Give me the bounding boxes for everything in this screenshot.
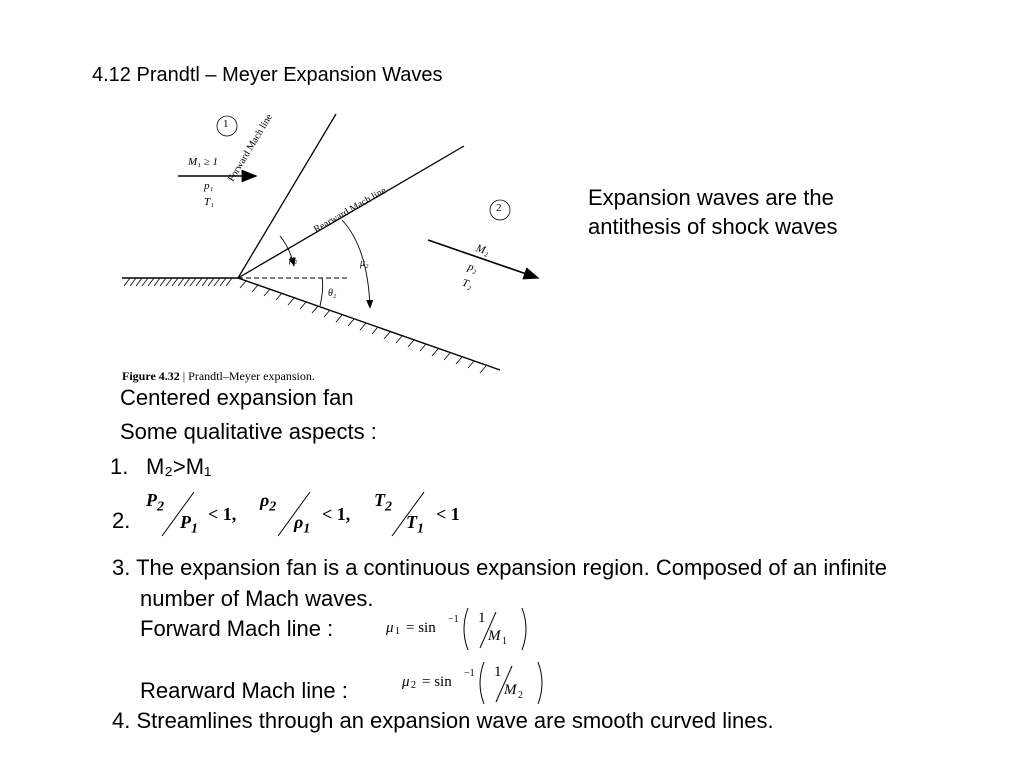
- region-2-circle: [489, 199, 511, 221]
- inverse-exponent: −1: [464, 668, 475, 679]
- mu2-label: μ₂: [360, 258, 369, 269]
- region-1-label: 1: [223, 118, 229, 130]
- mach-symbol: M: [488, 628, 501, 644]
- forward-mach-line: [237, 113, 337, 279]
- lt-2: < 1,: [322, 504, 351, 524]
- subheading-centered-fan: Centered expansion fan: [120, 385, 354, 410]
- upstream-wall-hatching: [123, 277, 233, 287]
- paren-and-slash: [479, 661, 543, 705]
- lt-1: < 1,: [208, 504, 237, 524]
- downstream-wall-hatching: [239, 280, 487, 374]
- region-2-label: 2: [496, 202, 502, 214]
- ratio-slashes: [161, 491, 425, 537]
- p2-symbol: P2: [146, 490, 164, 515]
- theta2-label: θ₂: [328, 288, 337, 299]
- forward-mach-equation: μ 1 = sin −1 1 M 1: [386, 606, 536, 652]
- figure-caption-number: Figure 4.32: [122, 369, 180, 383]
- expansion-fan-diagram: [122, 113, 540, 374]
- downstream-flow-arrow: [427, 239, 540, 280]
- forward-mach-line-caption: Forward Mach line :: [140, 616, 334, 641]
- region-1-circle: [216, 115, 238, 137]
- mu-sub: 2: [411, 680, 416, 691]
- theta2-arc: [319, 277, 324, 307]
- mach-sub: 1: [502, 636, 507, 647]
- t1-label: T₁: [204, 196, 214, 208]
- t2-symbol: T2: [374, 490, 392, 515]
- m1-label: M₁ ≥ 1: [188, 156, 219, 168]
- mach-symbol: M: [504, 682, 517, 698]
- item-1-number: 1.: [110, 454, 129, 479]
- mu-sub: 1: [395, 626, 400, 637]
- prandtl-meyer-figure: 1 2 M₁ ≥ 1 p₁ T₁ M₂ p₂ T₂ Forward Mach l…: [118, 108, 558, 388]
- rearward-mach-line: [237, 145, 465, 279]
- inverse-exponent: −1: [448, 614, 459, 625]
- t1-symbol: T1: [406, 512, 424, 537]
- item-2-number: 2.: [112, 508, 131, 533]
- item-4-text: 4. Streamlines through an expansion wave…: [112, 708, 774, 733]
- mu-symbol: μ: [402, 674, 410, 690]
- rho2-symbol: ρ2: [260, 490, 277, 515]
- side-note-line-2: antithesis of shock waves: [588, 214, 838, 239]
- subheading-qualitative: Some qualitative aspects :: [120, 419, 377, 444]
- side-note: Expansion waves are the antithesis of sh…: [588, 183, 837, 241]
- figure-caption-text: | Prandtl–Meyer expansion.: [179, 369, 315, 383]
- figure-caption: Figure 4.32 | Prandtl–Meyer expansion.: [122, 369, 315, 384]
- mu-symbol: μ: [386, 620, 394, 636]
- p1-label: p₁: [204, 180, 214, 192]
- rearward-mach-equation: μ 2 = sin −1 1 M 2: [402, 660, 552, 706]
- paren-and-slash: [463, 607, 527, 651]
- lt-3: < 1: [436, 504, 460, 524]
- page-title: 4.12 Prandtl – Meyer Expansion Waves: [92, 64, 443, 86]
- rearward-mach-line-caption: Rearward Mach line :: [140, 678, 348, 703]
- mu1-label: μ₁: [289, 254, 298, 265]
- item-3-line-2: number of Mach waves.: [140, 586, 374, 611]
- mu1-arc: [279, 235, 296, 267]
- mu2-arc: [341, 219, 374, 309]
- item-3-line-1: 3. The expansion fan is a continuous exp…: [112, 555, 887, 580]
- item-1-text: M₂>M₁: [146, 454, 212, 479]
- numerator-one: 1: [478, 610, 486, 626]
- ratio-inequalities: P2 P1 < 1, ρ2 ρ1 < 1, T2 T1 < 1: [142, 488, 482, 540]
- sin-text: = sin: [406, 620, 436, 636]
- p1-symbol: P1: [180, 512, 198, 537]
- side-note-line-1: Expansion waves are the: [588, 185, 834, 210]
- numerator-one: 1: [494, 664, 502, 680]
- mach-sub: 2: [518, 690, 523, 701]
- sin-text: = sin: [422, 674, 452, 690]
- rho1-symbol: ρ1: [294, 512, 311, 537]
